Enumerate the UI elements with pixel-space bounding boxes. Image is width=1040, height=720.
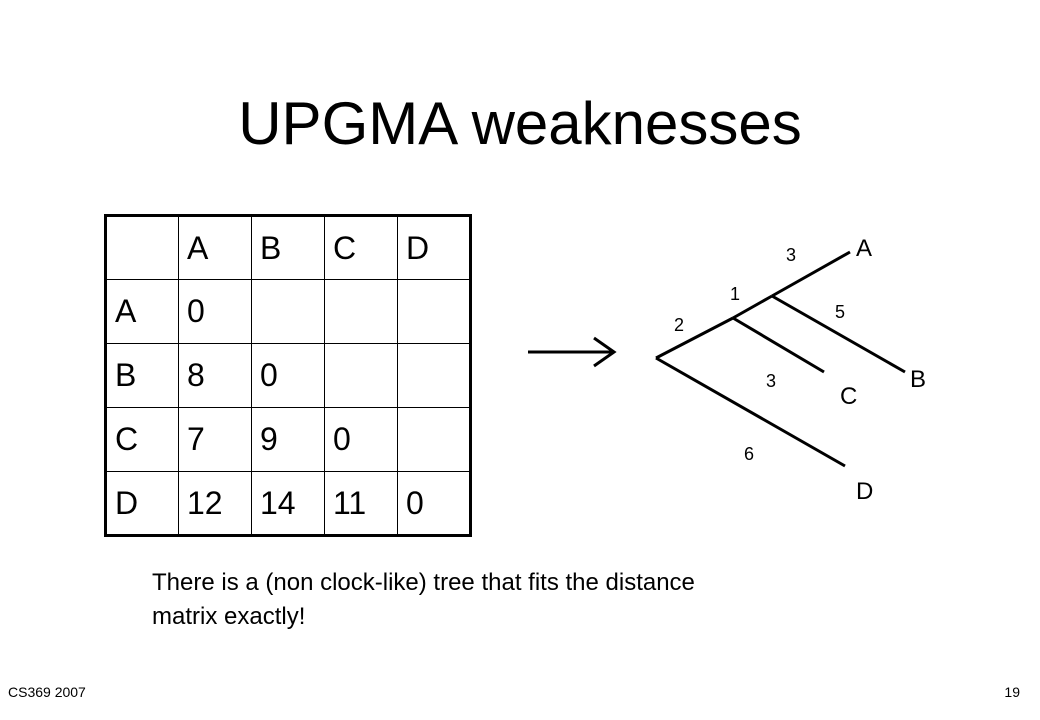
leaf-label-d: D	[856, 478, 873, 505]
matrix-cell: 7	[178, 407, 252, 472]
matrix-row: A 0	[105, 279, 471, 344]
branch-inner-upper	[732, 294, 773, 320]
matrix-cell	[251, 279, 325, 344]
matrix-cell	[397, 279, 471, 344]
leaf-label-c: C	[840, 383, 857, 410]
distance-matrix: A B C D A 0 B 8 0 C 7 9 0 D 12 14 11 0	[104, 214, 472, 537]
branch-inner-c	[732, 316, 825, 374]
matrix-row-label: C	[105, 407, 179, 472]
caption-line: matrix exactly!	[152, 603, 306, 630]
matrix-row-label: B	[105, 343, 179, 408]
edge-length-upper-b: 5	[835, 302, 845, 322]
edge-length-root-d: 6	[744, 444, 754, 464]
branch-root-d	[655, 356, 846, 468]
caption-line: There is a (non clock-like) tree that fi…	[152, 569, 695, 596]
leaf-label-a: A	[856, 235, 872, 262]
footer-course-label: CS369 2007	[8, 684, 86, 700]
matrix-header-cell: A	[178, 215, 252, 280]
matrix-row: D 12 14 11 0	[105, 471, 471, 536]
matrix-cell	[397, 407, 471, 472]
leaf-label-b: B	[910, 366, 926, 393]
edge-length-root-inner: 2	[674, 315, 684, 335]
branch-root-inner	[655, 316, 734, 360]
caption: There is a (non clock-like) tree that fi…	[152, 566, 912, 634]
arrow-head	[593, 336, 617, 368]
matrix-cell: 14	[251, 471, 325, 536]
matrix-cell	[324, 343, 398, 408]
branch-upper-b	[771, 294, 906, 374]
matrix-row-label: D	[105, 471, 179, 536]
page-number: 19	[1004, 684, 1020, 700]
slide-title: UPGMA weaknesses	[238, 90, 802, 157]
edge-length-inner-upper: 1	[730, 284, 740, 304]
edge-length-upper-a: 3	[786, 245, 796, 265]
matrix-cell	[397, 343, 471, 408]
matrix-cell: 0	[397, 471, 471, 536]
matrix-header-cell: B	[251, 215, 325, 280]
matrix-cell: 9	[251, 407, 325, 472]
edge-length-inner-c: 3	[766, 371, 776, 391]
matrix-cell: 0	[178, 279, 252, 344]
matrix-row: B 8 0	[105, 343, 471, 408]
branch-upper-a	[771, 250, 851, 298]
matrix-header-cell: D	[397, 215, 471, 280]
matrix-header-cell: C	[324, 215, 398, 280]
matrix-header-row: A B C D	[105, 215, 471, 280]
